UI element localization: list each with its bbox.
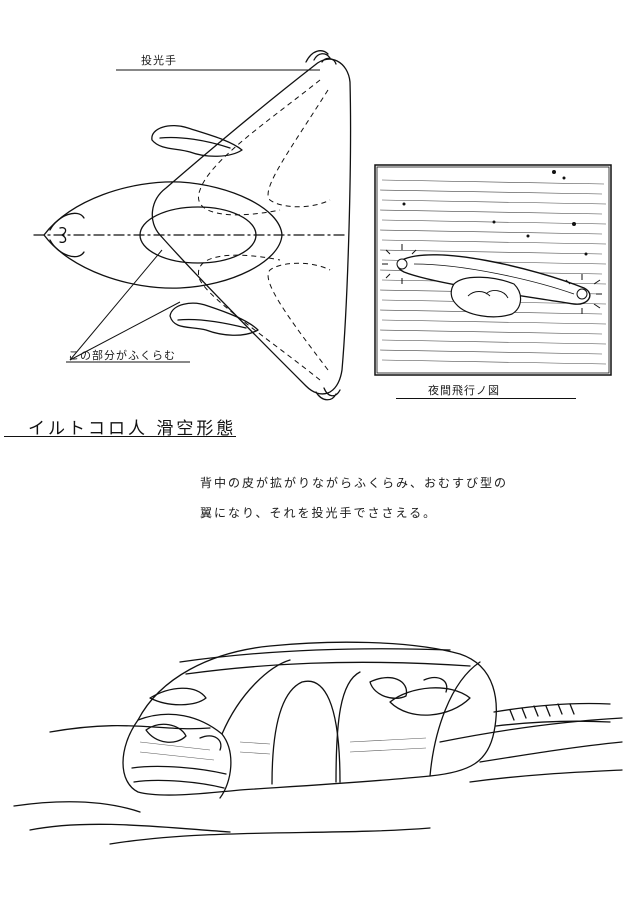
description-line-1: 背中の皮が拡がりながらふくらみ、おむすび型の xyxy=(200,476,509,490)
ground-creature-illustration xyxy=(13,641,623,845)
heading-underline xyxy=(4,436,236,437)
page-heading: イルトコロ人 滑空形態 xyxy=(28,419,237,439)
description-line-2: 翼になり、それを投光手でささえる。 xyxy=(200,506,438,520)
glide-form-diagram xyxy=(33,50,352,401)
night-flight-underline xyxy=(396,398,576,399)
launcher-label: 投光手 xyxy=(141,54,177,67)
night-flight-caption: 夜間飛行ノ図 xyxy=(428,384,500,397)
night-flight-illustration xyxy=(374,164,612,376)
inflate-part-label: この部分がふくらむ xyxy=(68,349,176,362)
